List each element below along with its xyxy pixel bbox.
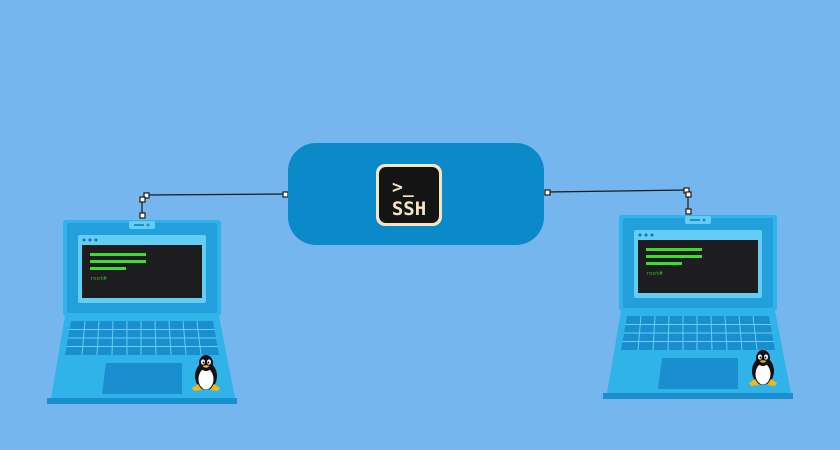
- laptop-left: root#: [47, 220, 237, 404]
- connector-left: [139, 191, 289, 219]
- ssh-label: SSH: [392, 198, 426, 220]
- ssh-prompt-glyph: >_: [392, 177, 414, 198]
- terminal-prompt: root#: [646, 271, 663, 277]
- terminal-ssh-icon: >_ SSH: [376, 164, 442, 226]
- ssh-hub: >_ SSH: [288, 143, 544, 245]
- terminal-prompt: root#: [90, 276, 107, 282]
- laptop-right: root#: [603, 215, 793, 399]
- connector-right: [544, 187, 692, 215]
